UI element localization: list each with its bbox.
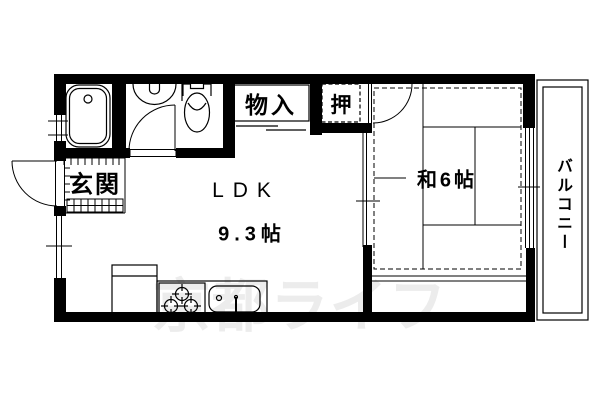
- refrigerator-space-icon: [111, 264, 158, 314]
- genkan-tile-grid: [66, 198, 124, 213]
- balcony-label: バルコニー: [554, 157, 571, 253]
- bathroom-door: [128, 104, 177, 157]
- fusuma-sliding-door: [356, 133, 380, 247]
- kitchen-counter: [156, 280, 268, 314]
- tatami-mats: [372, 84, 526, 282]
- bathtub-icon: [65, 84, 111, 148]
- washitsu-label: 和6帖: [416, 169, 478, 192]
- kitchen-sink-icon: [208, 285, 261, 316]
- watermark-text: 京都ライフ: [152, 274, 448, 339]
- balcony-outline: [536, 79, 589, 321]
- monoire-label: 物入: [245, 92, 297, 118]
- gas-stove-icon: [158, 282, 206, 314]
- walls: [54, 74, 535, 322]
- washbasin-icon: [132, 83, 177, 106]
- monoire-closet: [233, 84, 310, 131]
- oshiire-label: 押: [330, 94, 352, 117]
- ldk-size-label: 9.3帖: [218, 223, 286, 246]
- toilet-icon: [181, 83, 212, 133]
- ldk-label: LDK: [212, 179, 280, 202]
- washitsu-door: [368, 83, 413, 124]
- windows: [46, 115, 540, 278]
- genkan-area: [63, 157, 126, 214]
- genkan-label: 玄関: [69, 171, 121, 199]
- oshiire-closet: [321, 83, 361, 123]
- front-door: [11, 160, 70, 207]
